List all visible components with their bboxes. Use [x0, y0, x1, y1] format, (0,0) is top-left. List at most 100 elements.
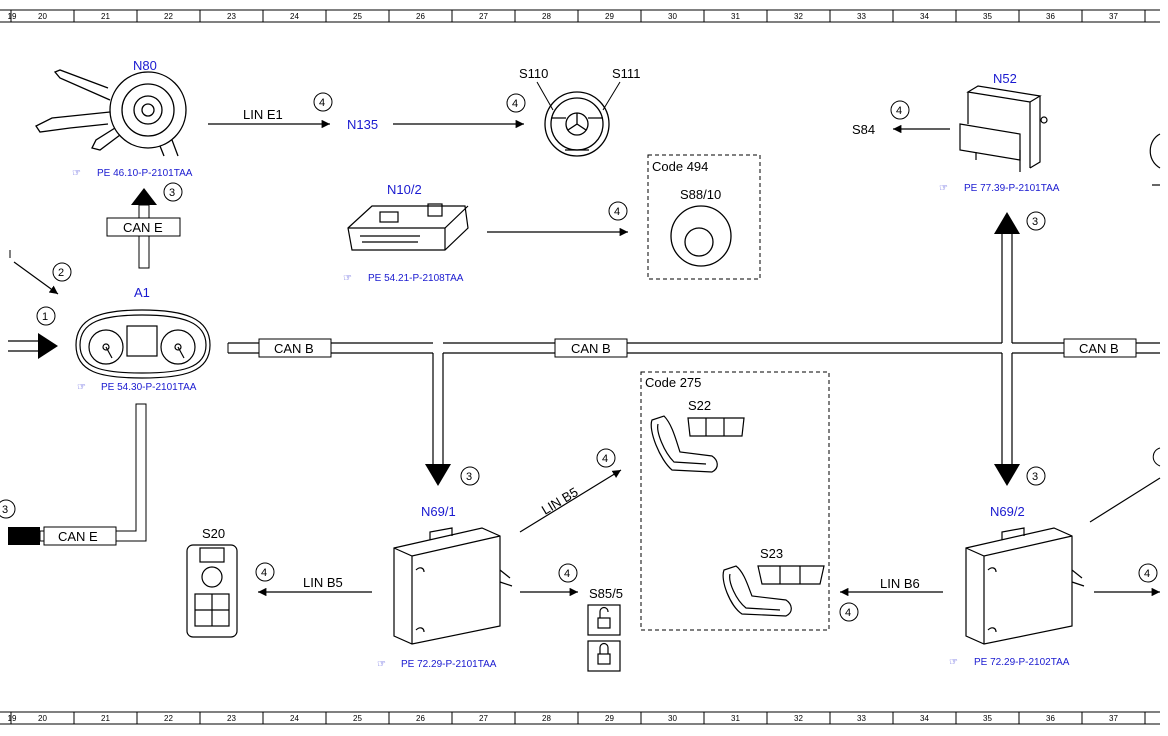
svg-text:4: 4 — [261, 567, 267, 579]
can-e-bus-down: CAN E — [8, 403, 147, 546]
code275-box — [640, 371, 830, 631]
ruler-number: 25 — [353, 714, 362, 723]
ruler-number: 32 — [794, 714, 803, 723]
n691-ref-link[interactable]: PE 72.29-P-2101TAA — [401, 659, 497, 670]
n52-module-icon — [959, 85, 1048, 172]
marker-3: 3 — [460, 466, 480, 486]
ruler-number: 31 — [731, 12, 740, 21]
marker-3: 3 — [1026, 466, 1046, 486]
s110-label: S110 — [519, 66, 548, 81]
ruler-number: 21 — [101, 12, 110, 21]
svg-text:4: 4 — [564, 568, 570, 580]
lin-b5-diag-line — [519, 469, 622, 533]
n80-ref-link[interactable]: PE 46.10-P-2101TAA — [97, 168, 193, 179]
ruler-number: 23 — [227, 12, 236, 21]
ruler-number: 27 — [479, 714, 488, 723]
marker-4: 4 — [506, 93, 526, 113]
ruler-number: 22 — [164, 12, 173, 21]
marker-4: 4 — [1138, 563, 1158, 583]
n692-ref-icon[interactable]: ☞ — [949, 657, 958, 668]
s22-label: S22 — [688, 398, 711, 413]
s22-seat-switch-icon — [650, 415, 745, 473]
ruler-number: 31 — [731, 714, 740, 723]
marker-4: 4 — [839, 602, 859, 622]
n691-ref-icon[interactable]: ☞ — [377, 659, 386, 670]
svg-text:3: 3 — [1032, 471, 1038, 483]
marker-3: 3 — [163, 182, 183, 202]
n692-label: N69/2 — [990, 504, 1025, 519]
can-b-branch-n691 — [425, 353, 451, 486]
lin-b5-label: LIN B5 — [303, 575, 343, 590]
ruler-number: 37 — [1109, 12, 1118, 21]
n102-ref-link[interactable]: PE 54.21-P-2108TAA — [368, 273, 464, 284]
can-b-label: CAN B — [1079, 341, 1119, 356]
n52-label: N52 — [993, 71, 1017, 86]
ruler-number: 30 — [668, 12, 677, 21]
svg-text:3: 3 — [1032, 216, 1038, 228]
marker-1: 1 — [36, 306, 56, 326]
n80-ref-icon[interactable]: ☞ — [72, 168, 81, 179]
marker-4: 4 — [558, 563, 578, 583]
a1-label: A1 — [134, 285, 150, 300]
svg-text:4: 4 — [1144, 568, 1150, 580]
ruler-number: 27 — [479, 12, 488, 21]
svg-text:4: 4 — [845, 607, 851, 619]
n102-ref-icon[interactable]: ☞ — [343, 273, 352, 284]
s110-leader — [536, 81, 554, 111]
lock-icon — [587, 640, 621, 672]
a1-ref-link[interactable]: PE 54.30-P-2101TAA — [101, 382, 197, 393]
lin-b6-label: LIN B6 — [880, 576, 920, 591]
code275-label: Code 275 — [645, 375, 701, 390]
ruler-number: 36 — [1046, 714, 1055, 723]
can-b-branch-n52-n692 — [994, 212, 1020, 486]
ruler-number: 35 — [983, 714, 992, 723]
ruler-number: 25 — [353, 12, 362, 21]
ruler-number: 19 — [8, 12, 17, 21]
ruler-number: 19 — [8, 714, 17, 723]
marker-3: 3 — [0, 499, 16, 519]
svg-text:4: 4 — [319, 97, 325, 109]
n692-module-icon — [965, 527, 1085, 645]
ruler-number: 22 — [164, 714, 173, 723]
ruler-number: 32 — [794, 12, 803, 21]
n692-ref-link[interactable]: PE 72.29-P-2102TAA — [974, 657, 1070, 668]
svg-text:3: 3 — [466, 471, 472, 483]
n52-ref-link[interactable]: PE 77.39-P-2101TAA — [964, 183, 1060, 194]
ruler-number: 20 — [38, 714, 47, 723]
s855-label: S85/5 — [589, 586, 623, 601]
svg-text:4: 4 — [896, 105, 902, 117]
s111-label: S111 — [612, 66, 640, 81]
ruler-number: 21 — [101, 714, 110, 723]
can-e-label: CAN E — [123, 220, 163, 235]
svg-text:3: 3 — [2, 504, 8, 516]
svg-text:4: 4 — [614, 206, 620, 218]
n102-module-icon — [347, 203, 469, 251]
ruler-number: 23 — [227, 714, 236, 723]
svg-text:1: 1 — [42, 311, 48, 323]
n691-module-icon — [393, 527, 513, 645]
ruler-number: 26 — [416, 12, 425, 21]
a1-ref-icon[interactable]: ☞ — [77, 382, 86, 393]
n52-ref-icon[interactable]: ☞ — [939, 183, 948, 194]
edge-diag-line — [1089, 477, 1161, 523]
svg-text:4: 4 — [512, 98, 518, 110]
n102-label: N10/2 — [387, 182, 422, 197]
can-b-bus — [227, 342, 1160, 354]
marker-2-arrow — [13, 261, 59, 295]
edge-module-icon — [1149, 133, 1161, 186]
can-e-label: CAN E — [58, 529, 98, 544]
n135-label: N135 — [347, 117, 378, 132]
marker-4: 4 — [596, 448, 616, 468]
s8810-label: S88/10 — [680, 187, 721, 202]
marker-4: 4 — [255, 562, 275, 582]
ruler-number: 24 — [290, 714, 299, 723]
lin-b5-label: LIN B5 — [539, 484, 581, 517]
s8810-switch-icon — [670, 205, 732, 267]
svg-text:4: 4 — [602, 453, 608, 465]
ruler-number: 33 — [857, 12, 866, 21]
can-b-tag — [1063, 338, 1137, 358]
can-e-bus-up: CAN E — [106, 188, 181, 269]
marker-4: 4 — [608, 201, 628, 221]
